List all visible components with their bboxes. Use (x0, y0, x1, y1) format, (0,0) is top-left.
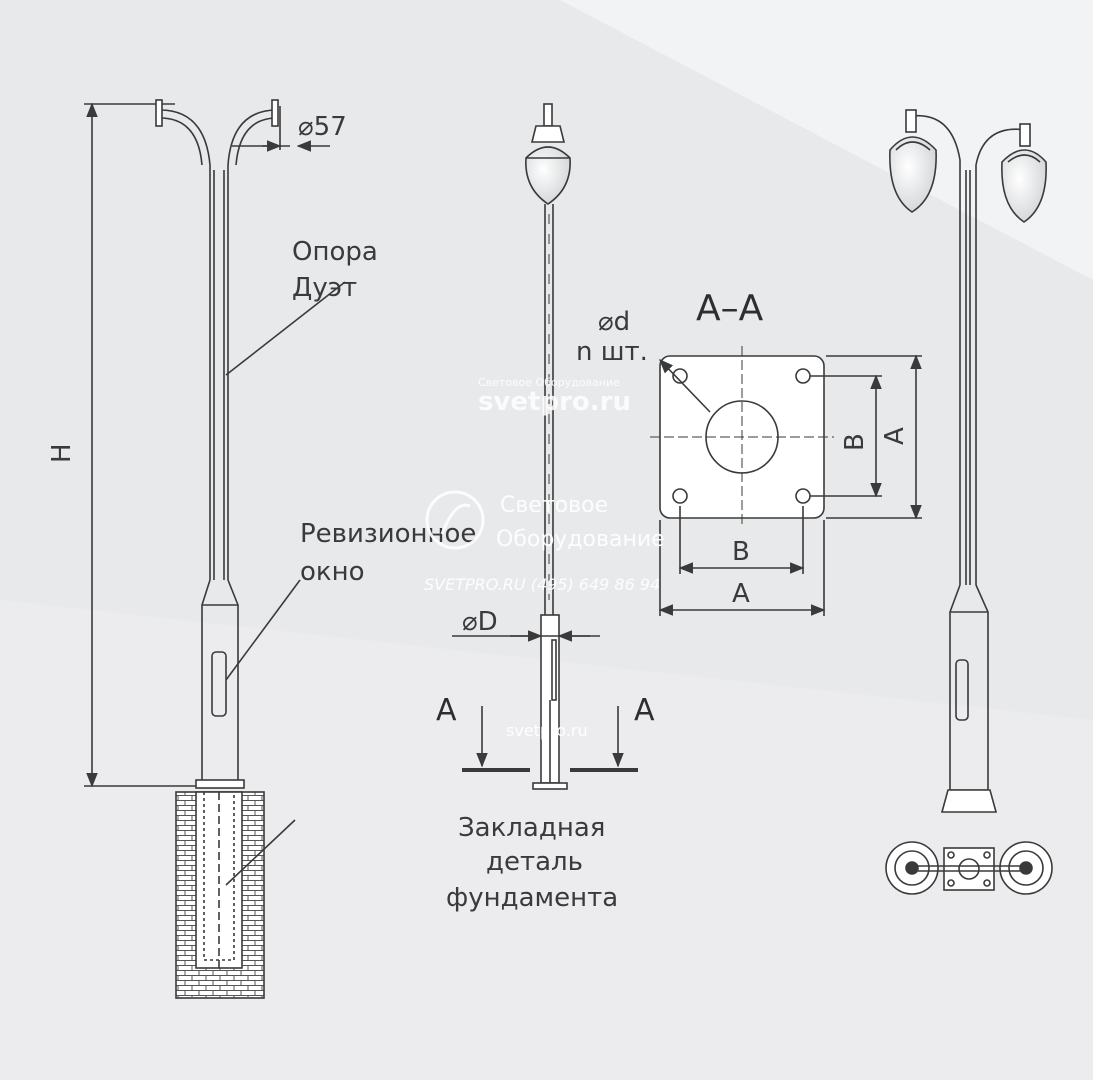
dim-a-vertical: A (880, 427, 910, 445)
height-label: H (47, 443, 77, 463)
inspection-window-line1: Ревизионное (300, 519, 476, 549)
watermark-center-line3: SVETPRO.RU (495) 649 86 94 (424, 575, 660, 594)
dim-b-horizontal: B (732, 537, 750, 567)
dim-b-vertical: B (840, 433, 870, 451)
watermark-logo-icon (425, 490, 485, 550)
foundation-label-line2: деталь (486, 847, 583, 877)
pole-name-line1: Опора (292, 237, 378, 267)
foundation-label-line3: фундамента (446, 883, 618, 913)
watermark-bottom: svetpro.ru (506, 721, 588, 740)
middle-pole-labels: ⌀D A A Закладная деталь фундамента (436, 607, 655, 913)
watermark-center-line2: Оборудование (496, 527, 665, 552)
dim-a-horizontal: A (732, 579, 750, 609)
middle-pole-elevation (452, 103, 638, 790)
section-title: A–A (696, 288, 764, 329)
watermark-top-large: svetpro.ru (478, 387, 631, 417)
foundation-label-line1: Закладная (458, 813, 605, 843)
left-pole-elevation (84, 99, 346, 999)
diameter-57-label: ⌀57 (298, 112, 347, 142)
pole-name-line2: Дуэт (292, 273, 357, 303)
section-aa-labels: A–A ⌀d n шт. B A B A (576, 288, 910, 609)
watermarks: Световое Оборудование svetpro.ru Светово… (424, 376, 665, 740)
hole-diameter-label: ⌀d (598, 307, 630, 337)
inspection-window-line2: окно (300, 557, 365, 587)
watermark-center-line1: Световое (500, 493, 608, 518)
right-pole-elevation (885, 109, 1053, 895)
section-mark-left: A (436, 693, 457, 728)
section-aa-plate (650, 346, 922, 616)
section-mark-right: A (634, 693, 655, 728)
watermark-top-small: Световое Оборудование (478, 376, 620, 389)
hole-count-label: n шт. (576, 337, 648, 367)
diameter-D-label: ⌀D (462, 607, 498, 637)
